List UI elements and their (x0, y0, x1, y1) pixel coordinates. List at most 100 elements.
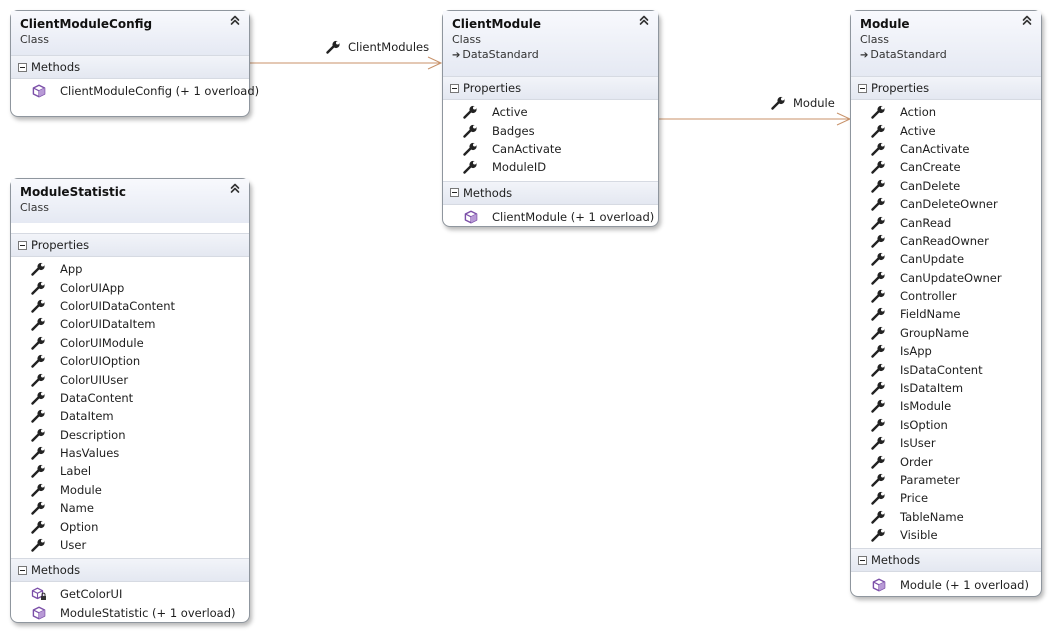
property-item[interactable]: ModuleID (443, 158, 658, 176)
property-item[interactable]: Badges (443, 121, 658, 139)
property-item[interactable]: Price (851, 489, 1041, 507)
property-item[interactable]: ColorUIDataItem (11, 315, 249, 333)
property-item[interactable]: ColorUIModule (11, 334, 249, 352)
method-item[interactable]: ModuleStatistic (+ 1 overload) (11, 604, 249, 622)
property-item[interactable]: Option (11, 517, 249, 535)
property-item[interactable]: DataContent (11, 389, 249, 407)
property-item[interactable]: IsDataItem (851, 379, 1041, 397)
wrench-icon (31, 464, 47, 478)
method-item[interactable]: ClientModuleConfig (+ 1 overload) (11, 82, 259, 100)
property-item[interactable]: CanActivate (851, 140, 1041, 158)
property-item[interactable]: User (11, 536, 249, 554)
property-item[interactable]: CanUpdateOwner (851, 269, 1041, 287)
minus-box-icon[interactable] (450, 188, 459, 197)
association-clientmodules-line (250, 56, 443, 70)
class-header[interactable]: Module Class ➔DataStandard (851, 11, 1041, 76)
section-methods[interactable]: Methods (443, 180, 658, 205)
class-header[interactable]: ClientModule Class ➔DataStandard (443, 11, 658, 76)
class-clientmoduleconfig[interactable]: ClientModuleConfig Class Methods ClientM… (10, 10, 259, 117)
minus-box-icon[interactable] (18, 241, 27, 250)
property-item[interactable]: Active (443, 103, 658, 121)
wrench-icon (326, 40, 342, 54)
wrench-icon (871, 105, 887, 119)
double-chevron-up-icon[interactable] (229, 14, 241, 26)
property-item[interactable]: Parameter (851, 471, 1041, 489)
class-module[interactable]: Module Class ➔DataStandard Properties Ac… (850, 10, 1042, 597)
property-item[interactable]: App (11, 260, 249, 278)
property-item[interactable]: Active (851, 121, 1041, 139)
property-item[interactable]: CanActivate (443, 140, 658, 158)
double-chevron-up-icon[interactable] (229, 182, 241, 194)
class-name: ModuleStatistic (20, 185, 127, 199)
association-label-clientmodules[interactable]: ClientModules (326, 40, 429, 54)
property-item[interactable]: ColorUIDataContent (11, 297, 249, 315)
wrench-icon (31, 501, 47, 515)
property-item[interactable]: CanUpdate (851, 250, 1041, 268)
section-properties[interactable]: Properties (851, 76, 1041, 100)
property-item[interactable]: Action (851, 103, 1041, 121)
minus-box-icon[interactable] (858, 84, 867, 93)
section-methods[interactable]: Methods (11, 558, 249, 583)
property-item[interactable]: IsModule (851, 397, 1041, 415)
member-name: ClientModule (+ 1 overload) (492, 209, 655, 224)
property-item[interactable]: IsApp (851, 342, 1041, 360)
property-item[interactable]: IsUser (851, 434, 1041, 452)
method-item[interactable]: ClientModule (+ 1 overload) (443, 208, 658, 226)
property-item[interactable]: CanCreate (851, 158, 1041, 176)
property-item[interactable]: Description (11, 426, 249, 444)
member-name: Badges (492, 123, 535, 138)
wrench-icon (31, 262, 47, 276)
class-modulestatistic[interactable]: ModuleStatistic Class Properties App Col… (10, 178, 250, 623)
property-item[interactable]: GroupName (851, 324, 1041, 342)
wrench-icon (871, 160, 887, 174)
property-item[interactable]: TableName (851, 508, 1041, 526)
method-item[interactable]: Module (+ 1 overload) (851, 575, 1041, 593)
class-clientmodule[interactable]: ClientModule Class ➔DataStandard Propert… (442, 10, 659, 227)
association-label-module[interactable]: Module (771, 96, 835, 110)
property-item[interactable]: CanDeleteOwner (851, 195, 1041, 213)
minus-box-icon[interactable] (858, 556, 867, 565)
property-item[interactable]: DataItem (11, 407, 249, 425)
property-item[interactable]: Controller (851, 287, 1041, 305)
property-item[interactable]: Module (11, 481, 249, 499)
property-item[interactable]: CanReadOwner (851, 232, 1041, 250)
property-item[interactable]: Label (11, 462, 249, 480)
minus-box-icon[interactable] (18, 566, 27, 575)
section-methods[interactable]: Methods (11, 55, 249, 79)
property-item[interactable]: IsOption (851, 416, 1041, 434)
member-name: Visible (900, 528, 938, 543)
section-methods[interactable]: Methods (851, 548, 1041, 573)
method-item[interactable]: GetColorUI (11, 585, 249, 603)
member-name: ColorUIApp (60, 280, 125, 295)
member-name: IsOption (900, 417, 948, 432)
property-item[interactable]: Name (11, 499, 249, 517)
property-item[interactable]: HasValues (11, 444, 249, 462)
section-properties[interactable]: Properties (443, 76, 658, 100)
property-item[interactable]: IsDataContent (851, 360, 1041, 378)
property-item[interactable]: FieldName (851, 305, 1041, 323)
wrench-icon (871, 399, 887, 413)
member-name: Module (+ 1 overload) (900, 577, 1029, 592)
double-chevron-up-icon[interactable] (638, 14, 650, 26)
property-item[interactable]: ColorUIOption (11, 352, 249, 370)
wrench-icon (31, 428, 47, 442)
wrench-icon (871, 326, 887, 340)
property-item[interactable]: CanDelete (851, 177, 1041, 195)
member-name: App (60, 262, 83, 277)
minus-box-icon[interactable] (450, 84, 459, 93)
property-item[interactable]: ColorUIUser (11, 370, 249, 388)
wrench-icon (31, 299, 47, 313)
wrench-icon (871, 197, 887, 211)
class-header[interactable]: ClientModuleConfig Class (11, 11, 249, 55)
member-name: CanDeleteOwner (900, 197, 998, 212)
cube-icon (31, 84, 47, 98)
property-item[interactable]: CanRead (851, 213, 1041, 231)
section-properties[interactable]: Properties (11, 233, 249, 257)
property-item[interactable]: Visible (851, 526, 1041, 544)
property-item[interactable]: ColorUIApp (11, 278, 249, 296)
minus-box-icon[interactable] (18, 63, 27, 72)
property-item[interactable]: Order (851, 452, 1041, 470)
class-header[interactable]: ModuleStatistic Class (11, 179, 249, 223)
member-name: IsDataItem (900, 381, 964, 396)
double-chevron-up-icon[interactable] (1021, 14, 1033, 26)
